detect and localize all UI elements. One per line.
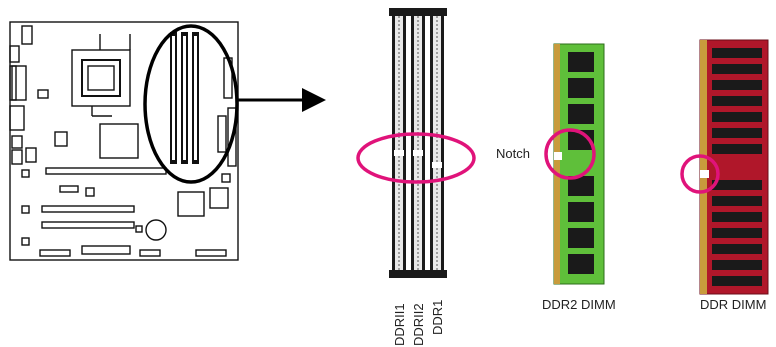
ddr2-dimm-module	[553, 43, 605, 285]
notch-label: Notch	[496, 146, 530, 161]
slot-label-ddrii2: DDRII2	[411, 303, 426, 346]
slot-label-ddrii1: DDRII1	[392, 303, 407, 346]
slot-keys	[394, 150, 442, 168]
ddr2-notch-highlight	[544, 128, 596, 180]
motherboard	[9, 21, 239, 261]
arrow-icon	[238, 88, 326, 112]
ddr-dimm-module	[699, 39, 769, 295]
dimm-slot-ddr1	[427, 8, 447, 278]
dimm-slot-ddrii1	[389, 8, 409, 278]
slots-highlight-ellipse	[143, 24, 239, 184]
slot-label-ddr1: DDR1	[430, 299, 445, 335]
ddr-dimm-label: DDR DIMM	[700, 297, 767, 312]
motherboard-dimm-slots	[170, 32, 199, 164]
ddr2-dimm-label: DDR2 DIMM	[542, 297, 616, 312]
dimm-slot-ddrii2	[408, 8, 428, 278]
slot-notch-highlight	[356, 132, 476, 184]
ddr-notch-highlight	[680, 154, 720, 194]
